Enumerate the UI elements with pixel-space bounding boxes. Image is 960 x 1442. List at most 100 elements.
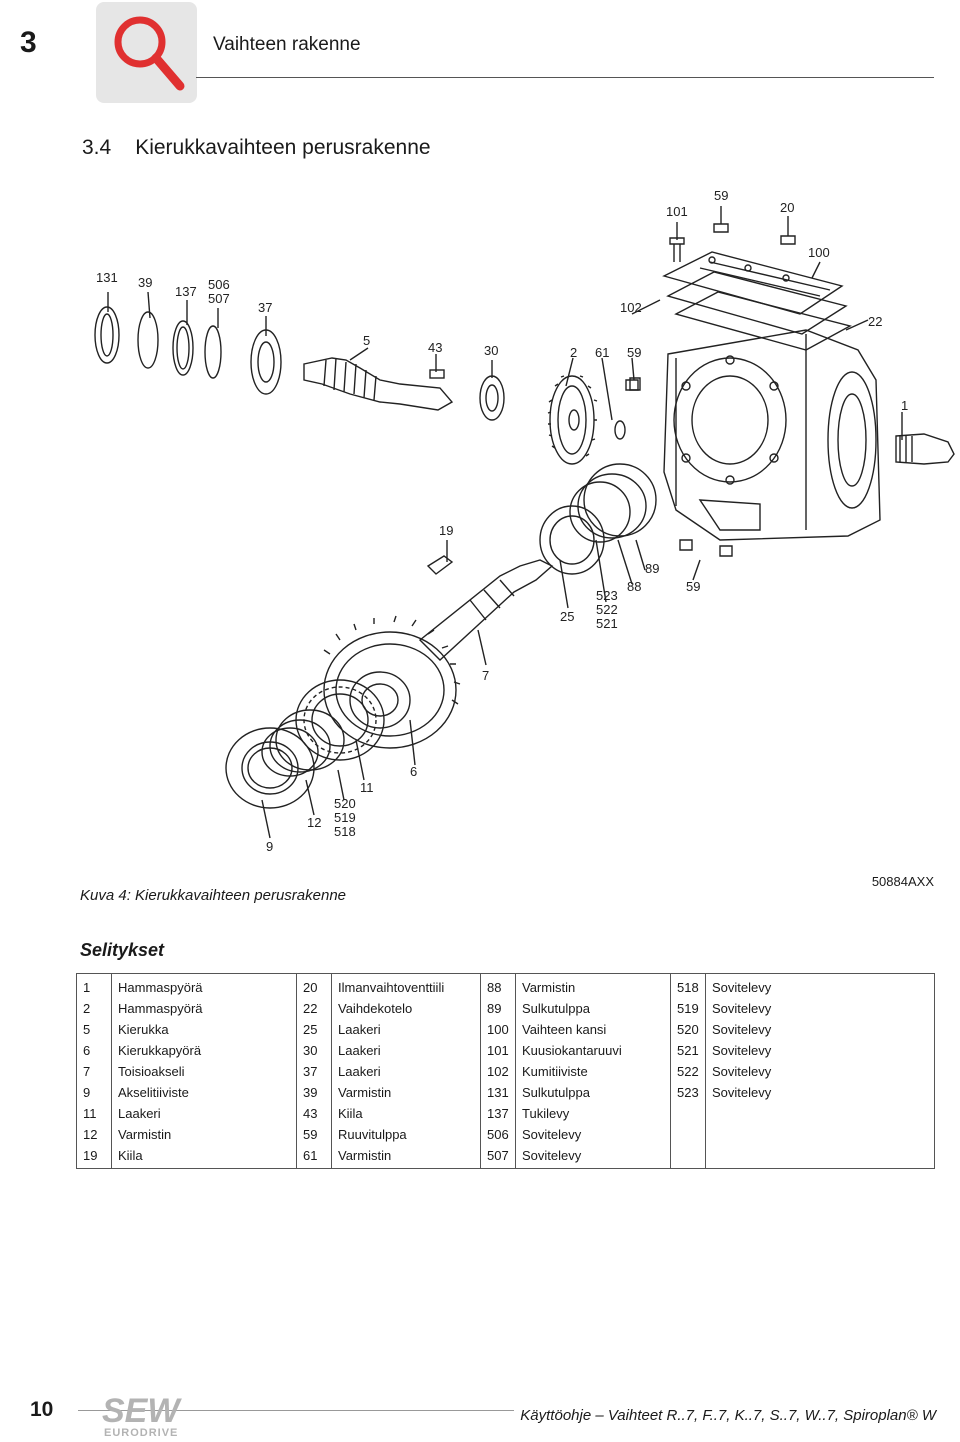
label-101: 101 xyxy=(666,204,688,219)
legend-item-name: Sovitelevy xyxy=(705,973,935,998)
label-506: 506 xyxy=(208,277,230,292)
legend-item-name: Sovitelevy xyxy=(515,1145,671,1169)
legend-item-number: 137 xyxy=(480,1103,516,1124)
legend-item-number: 19 xyxy=(76,1145,112,1169)
label-1: 1 xyxy=(901,398,908,413)
legend-item-name: Sovitelevy xyxy=(705,1019,935,1040)
label-88: 88 xyxy=(627,579,641,594)
legend-item-name xyxy=(705,1103,935,1124)
label-519: 519 xyxy=(334,810,356,825)
legend-item-number: 7 xyxy=(76,1061,112,1082)
label-61: 61 xyxy=(595,345,609,360)
legend-item-name: Ilmanvaihtoventtiili xyxy=(331,973,481,998)
footer-divider xyxy=(78,1410,934,1411)
legend-title: Selitykset xyxy=(80,940,165,960)
legend-item-name: Hammaspyörä xyxy=(111,973,297,998)
legend-item-number: 37 xyxy=(296,1061,332,1082)
legend-item-number xyxy=(670,1103,706,1124)
chapter-title: Vaihteen rakenne xyxy=(213,34,361,55)
label-59b: 59 xyxy=(627,345,641,360)
section-title: 3.4 Kierukkavaihteen perusrakenne xyxy=(82,136,431,160)
legend-item-name: Kumitiiviste xyxy=(515,1061,671,1082)
legend-item-number: 11 xyxy=(76,1103,112,1124)
label-11: 11 xyxy=(360,780,374,795)
label-25: 25 xyxy=(560,609,574,624)
svg-text:EURODRIVE: EURODRIVE xyxy=(104,1427,178,1438)
legend-item-number: 22 xyxy=(296,998,332,1019)
legend-item-number: 25 xyxy=(296,1019,332,1040)
legend-item-name: Ruuvitulppa xyxy=(331,1124,481,1145)
label-5: 5 xyxy=(363,333,370,348)
label-518: 518 xyxy=(334,824,356,839)
label-522: 522 xyxy=(596,602,618,617)
label-89: 89 xyxy=(645,561,659,576)
legend-item-number: 88 xyxy=(480,973,516,998)
legend-item-name: Sulkutulppa xyxy=(515,998,671,1019)
legend-item-number: 5 xyxy=(76,1019,112,1040)
legend-item-number: 523 xyxy=(670,1082,706,1103)
legend-item-name: Sovitelevy xyxy=(705,1040,935,1061)
legend-item-name: Laakeri xyxy=(331,1061,481,1082)
section-heading: Kierukkavaihteen perusrakenne xyxy=(135,136,431,159)
label-507: 507 xyxy=(208,291,230,306)
legend-item-number: 1 xyxy=(76,973,112,998)
figure-code: 50884AXX xyxy=(871,874,934,889)
legend-item-name: Laakeri xyxy=(331,1040,481,1061)
label-2: 2 xyxy=(570,345,577,360)
legend-item-name: Vaihdekotelo xyxy=(331,998,481,1019)
section-number: 3.4 xyxy=(82,136,112,159)
legend-item-name: Varmistin xyxy=(515,973,671,998)
label-59a: 59 xyxy=(714,188,728,203)
label-30: 30 xyxy=(484,343,498,358)
legend-item-number: 61 xyxy=(296,1145,332,1169)
label-19: 19 xyxy=(439,523,453,538)
chapter-number: 3 xyxy=(20,26,37,59)
legend-item-name: Varmistin xyxy=(331,1082,481,1103)
legend-item-number: 43 xyxy=(296,1103,332,1124)
header-divider xyxy=(196,77,934,78)
label-20: 20 xyxy=(780,200,794,215)
legend-item-number: 506 xyxy=(480,1124,516,1145)
legend-item-number: 522 xyxy=(670,1061,706,1082)
legend-item-name: Kiila xyxy=(111,1145,297,1169)
legend-item-name: Laakeri xyxy=(111,1103,297,1124)
label-22: 22 xyxy=(868,314,882,329)
legend-item-number: 100 xyxy=(480,1019,516,1040)
legend-item-name: Toisioakseli xyxy=(111,1061,297,1082)
legend-item-name: Varmistin xyxy=(331,1145,481,1169)
legend-item-number: 131 xyxy=(480,1082,516,1103)
label-100: 100 xyxy=(808,245,830,260)
svg-text:SEW: SEW xyxy=(102,1392,182,1430)
page-number: 10 xyxy=(30,1398,54,1421)
legend-item-name: Sulkutulppa xyxy=(515,1082,671,1103)
legend-item-name: Sovitelevy xyxy=(705,998,935,1019)
legend-item-name: Kierukka xyxy=(111,1019,297,1040)
label-9: 9 xyxy=(266,839,273,854)
label-37: 37 xyxy=(258,300,272,315)
legend-item-name: Sovitelevy xyxy=(515,1124,671,1145)
label-137: 137 xyxy=(175,284,197,299)
legend-item-number: 9 xyxy=(76,1082,112,1103)
legend-item-name xyxy=(705,1145,935,1169)
figure-caption: Kuva 4: Kierukkavaihteen perusrakenne xyxy=(80,887,347,904)
label-12: 12 xyxy=(307,815,321,830)
legend-item-number: 507 xyxy=(480,1145,516,1169)
legend-item-name: Kierukkapyörä xyxy=(111,1040,297,1061)
legend-item-number: 102 xyxy=(480,1061,516,1082)
label-7: 7 xyxy=(482,668,489,683)
label-131: 131 xyxy=(96,270,118,285)
legend-item-number: 30 xyxy=(296,1040,332,1061)
legend-item-name xyxy=(705,1124,935,1145)
legend-item-number: 59 xyxy=(296,1124,332,1145)
sew-eurodrive-logo: SEW EURODRIVE xyxy=(102,1392,182,1438)
legend-item-name: Laakeri xyxy=(331,1019,481,1040)
